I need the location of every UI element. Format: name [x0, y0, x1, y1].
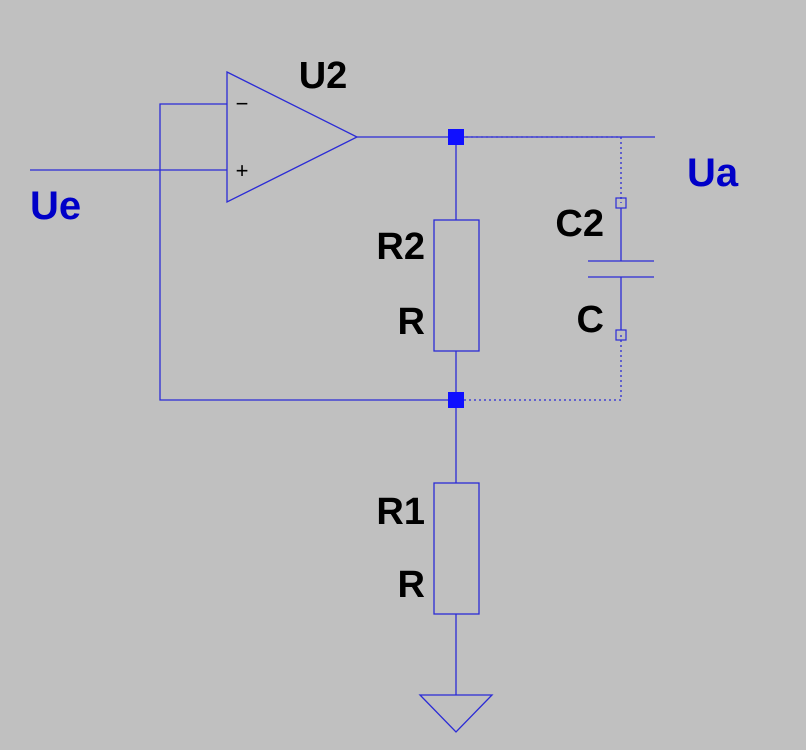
- resistor-r1[interactable]: [433, 482, 480, 615]
- r2-ref-label: R2: [376, 226, 425, 268]
- middle-junction: [448, 392, 464, 408]
- capacitor-top-dotted-wire: [456, 136, 622, 203]
- r1-value-label: R: [398, 564, 425, 606]
- capacitor-bottom-dotted-wire: [462, 335, 622, 401]
- capacitor-c2[interactable]: [588, 260, 654, 278]
- r2-value-label: R: [398, 301, 425, 343]
- output-junction: [448, 129, 464, 145]
- opamp-symbol[interactable]: [226, 70, 359, 204]
- opamp-minus-sign: −: [236, 91, 249, 116]
- opamp-ref-label: U2: [299, 55, 348, 97]
- input-net-label: Ue: [30, 184, 81, 228]
- ground-icon: [418, 694, 494, 733]
- feedback-wire: [159, 103, 456, 401]
- resistor-r2[interactable]: [433, 219, 480, 352]
- output-net-label: Ua: [687, 151, 739, 195]
- c2-ref-label: C2: [555, 203, 604, 245]
- c2-value-label: C: [577, 299, 604, 341]
- r1-ref-label: R1: [376, 491, 425, 533]
- opamp-plus-sign: +: [236, 158, 249, 183]
